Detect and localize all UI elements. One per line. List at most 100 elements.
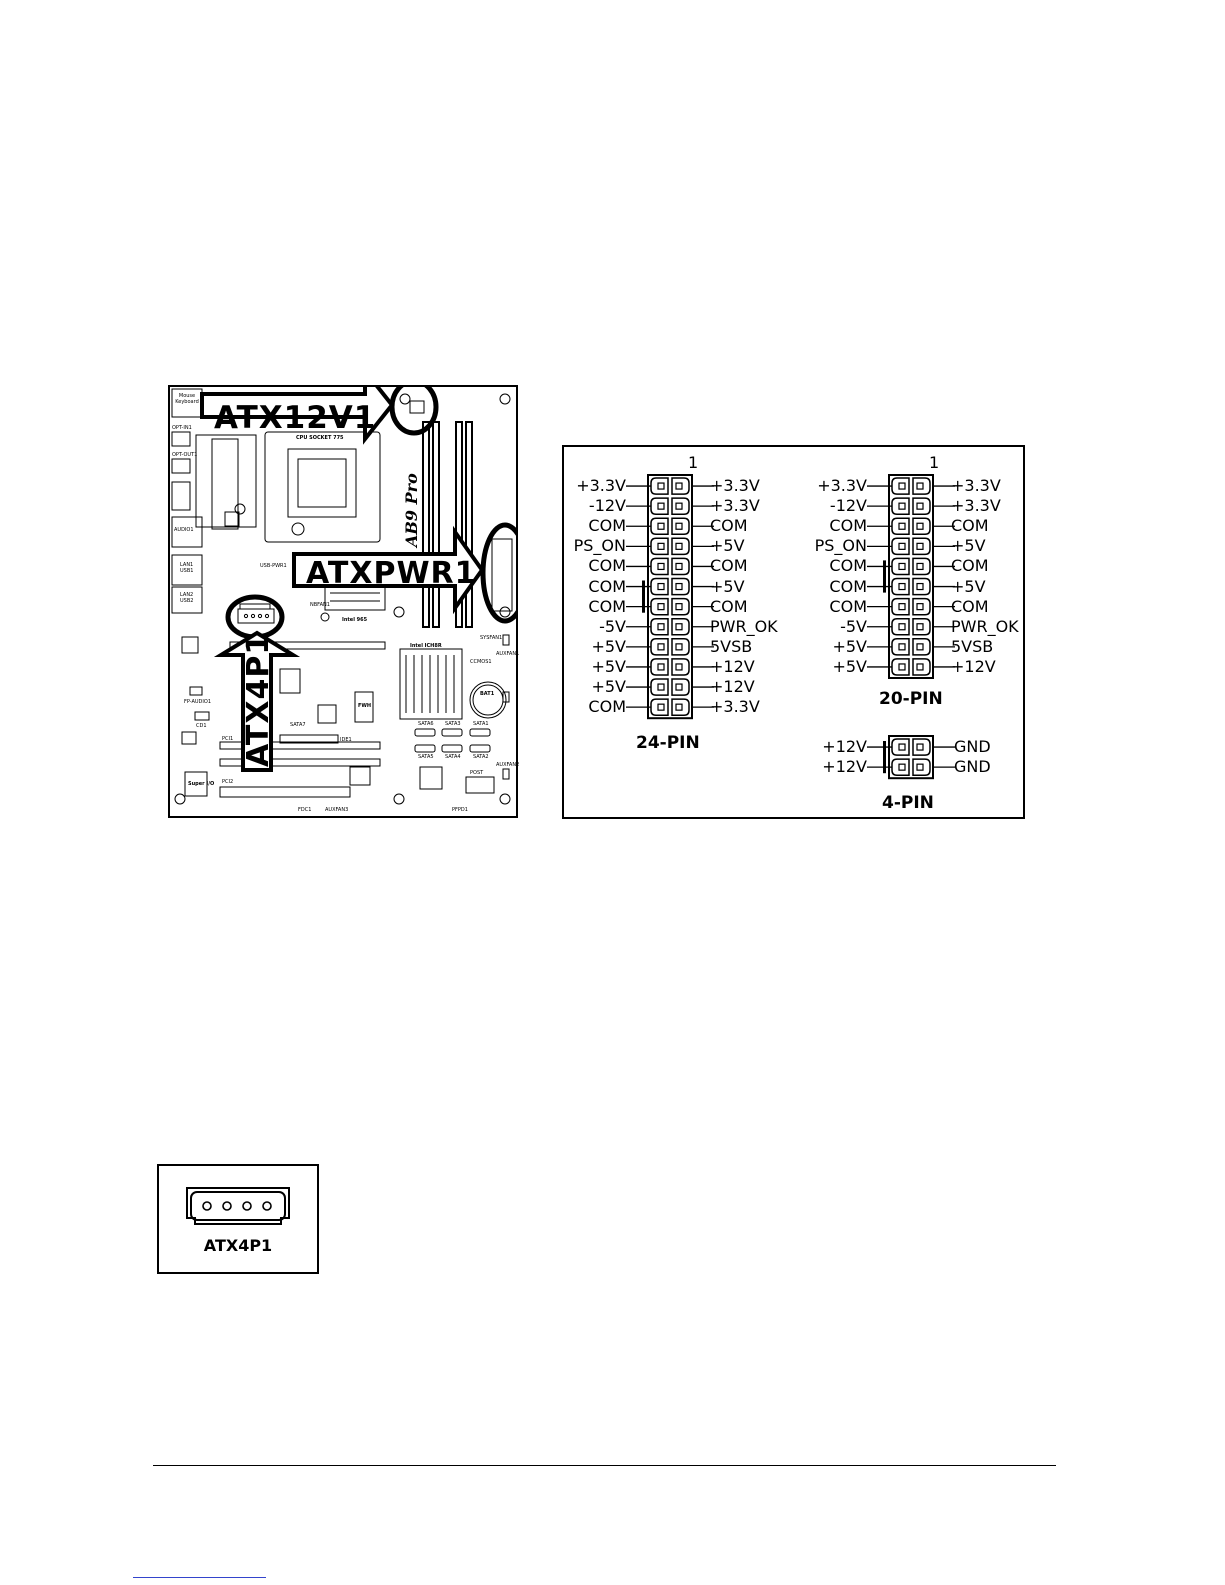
footer-link-underline [133,1577,266,1578]
pins24-pin-right-contact [675,603,683,611]
pins20-pin-right-contact [916,663,924,671]
pins24-pin-left-contact [657,603,665,611]
pins4-pin-right-contact [916,743,924,751]
pins24-pin-right [671,597,690,616]
pins24-pin-left-contact [657,502,665,510]
callout-atxpwr1: ATXPWR1 [306,556,477,591]
pins20-pin-left [891,517,910,536]
label-pci1: PCI1 [222,736,234,742]
pins20-pin-left-contact [898,582,906,591]
pins24-pin-right-contact [675,502,683,510]
pins20-right-label: +12V [951,656,996,676]
label-cpu-socket: CPU SOCKET 775 [296,435,344,441]
pins20-pin-left-contact [898,542,906,550]
pins20-pin-right-contact [916,522,924,530]
label-pfpd: PFPD1 [452,807,468,813]
label-lan1: LAN1 USB1 [180,562,194,574]
pins24-pin-right-contact [675,703,683,711]
pins20-pin-left-contact [898,482,906,490]
pins20-pin-right-contact [916,482,924,490]
label-sata1: SATA1 [473,721,489,727]
pins24-left-label: +5V [591,636,626,656]
pins24-pin-left-contact [657,542,665,550]
pins24-pin-right-contact [675,623,683,631]
pins4-pin-left-contact [898,743,906,751]
label-pci2: PCI2 [222,779,234,785]
pins24-pin-left [650,477,669,495]
label-post: POST [470,770,484,776]
pins20-pin-right-contact [916,643,924,651]
pins24-pin-left [650,537,669,556]
motherboard-drawing [171,387,516,805]
pins24-pin-right-contact [675,542,683,550]
pins24-left-label: -12V [588,496,626,516]
pins20-pin-right-contact [916,502,924,510]
pins20-pin-left [891,638,910,656]
pins20-right-label: +5V [951,576,986,596]
pins24-pin-right [671,638,690,656]
label-sata3: SATA3 [445,721,461,727]
label-ich8r: Intel ICH8R [410,643,442,649]
label-super-io: Super I/O [188,781,215,787]
pins24-housing [647,474,693,720]
pins20-pin-left-contact [898,623,906,631]
pins24-right-label: COM [710,556,748,576]
label-mouse-keyboard: Mouse Keyboard [175,393,199,405]
pins4-left-label: +12V [822,737,867,756]
pins24-right-label: COM [710,596,748,616]
pins24-pin-left-contact [657,562,665,571]
pins20-right-label: +3.3V [951,476,1001,495]
pins20-pin-right [912,557,931,576]
label-ide: IDE1 [340,737,352,743]
pins20-housing [888,474,934,679]
pins24-pin-left [650,698,669,716]
pins4-pin-right [912,738,931,756]
pins24-pin-left-contact [657,482,665,490]
pins24-pin-right [671,577,690,596]
pins4-right-label: GND [954,737,991,756]
pins20-pin-left [891,557,910,576]
pins24-pin-left [650,597,669,616]
pins20-pin-right [912,597,931,616]
pins20-pin-right [912,537,931,556]
pins20-right-label: +3.3V [951,496,1001,516]
pins20-pin-right-contact [916,623,924,631]
label-auxfan3: AUXFAN3 [325,807,349,813]
label-auxfan1: AUXFAN1 [496,651,520,657]
pins20-pin-left [891,497,910,515]
pins20-pin-left [891,537,910,556]
pins24-pin-left-contact [657,703,665,711]
label-fwh: FWH [358,703,372,709]
pins20-pin-right-contact [916,542,924,550]
label-fp-audio: FP-AUDIO1 [184,699,211,705]
pins4-pin-right [912,758,931,776]
pins24-right-label: +3.3V [710,476,760,495]
label-usb-pwr: USB-PWR1 [260,563,287,569]
pins20-top-number: 1 [929,453,940,472]
pins20-pin-right [912,658,931,676]
pins20-pin-right [912,577,931,596]
pins24-pin-left [650,658,669,676]
label-cd: CD1 [196,723,207,729]
pins20-pin-right [912,638,931,656]
pins20-pin-right-contact [916,603,924,611]
pins24-left-label: COM [588,516,626,536]
pins24-pin-right [671,617,690,636]
pins24-pin-right [671,477,690,495]
label-sata5: SATA5 [418,754,434,760]
pins4-latch [883,741,886,774]
label-nbfan: NBFAN1 [310,602,330,608]
label-bat: BAT1 [480,691,495,697]
pins24-pin-right-contact [675,683,683,691]
pins20-pin-right-contact [916,562,924,571]
pins20-right-label: 5VSB [951,636,994,656]
pins24-pin-right-contact [675,582,683,591]
pins20-pin-left-contact [898,643,906,651]
pins20-right-label: +5V [951,536,986,556]
pins20-pin-right [912,517,931,536]
pins24-left-label: +5V [591,656,626,676]
pins24-pin-left [650,497,669,515]
pins20-left-label: +5V [832,656,867,676]
pins24-right-label: +5V [710,576,745,596]
pins4-pin-left-contact [898,763,906,771]
